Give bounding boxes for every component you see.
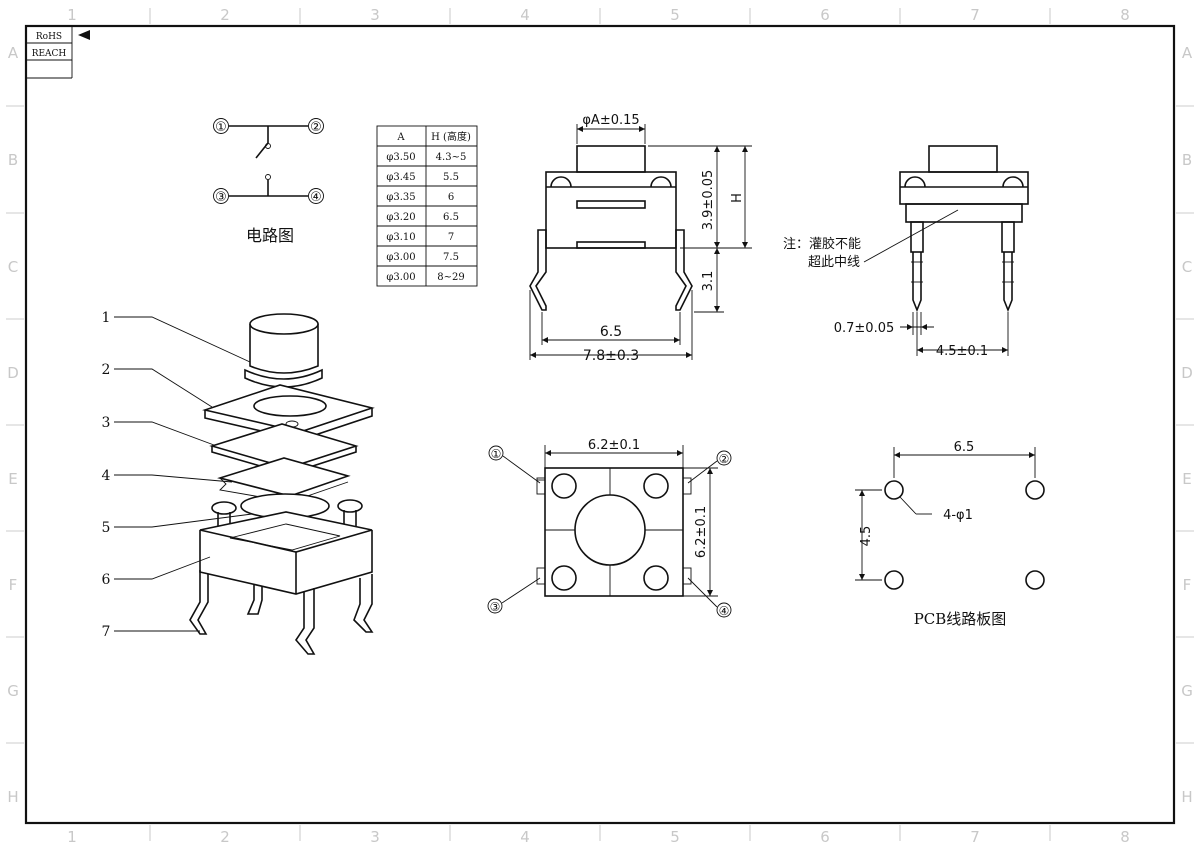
grid-col-4-bottom: 4 xyxy=(520,828,530,846)
dim-total-height: H xyxy=(730,193,745,203)
table-cell-a-3: φ3.35 xyxy=(386,192,415,203)
dim-pin-pitch: 4.5±0.1 xyxy=(936,344,988,359)
dim-phi-a: φA±0.15 xyxy=(582,113,639,128)
grid-col-5-bottom: 5 xyxy=(670,828,680,846)
grid-row-e-right: E xyxy=(1182,470,1191,488)
grid-col-7-bottom: 7 xyxy=(970,828,980,846)
table-cell-h-2: 5.5 xyxy=(443,172,459,183)
grid-row-g-right: G xyxy=(1181,682,1193,700)
grid-col-1: 1 xyxy=(67,6,77,24)
table-cell-a-2: φ3.45 xyxy=(386,172,415,183)
grid-row-h-right: H xyxy=(1181,788,1192,806)
table-cell-h-3: 6 xyxy=(448,192,454,203)
circuit-pin-2: ② xyxy=(310,120,322,135)
callout-4: 4 xyxy=(102,468,111,484)
table-header-a: A xyxy=(396,132,405,143)
table-header-h: H (高度) xyxy=(431,130,471,143)
top-view: ① ② ③ ④ 6.2±0.1 6.2±0.1 xyxy=(487,438,732,618)
grid-col-2-bottom: 2 xyxy=(220,828,230,846)
table-cell-h-5: 7 xyxy=(448,232,454,243)
table-cell-h-7: 8~29 xyxy=(437,272,464,283)
grid-row-f-right: F xyxy=(1183,576,1192,594)
rohs-label: RoHS xyxy=(36,32,62,42)
grid-col-8: 8 xyxy=(1120,6,1130,24)
callout-6: 6 xyxy=(102,572,111,588)
table-cell-a-6: φ3.00 xyxy=(386,252,415,263)
callout-5: 5 xyxy=(102,520,111,536)
grid-row-b: B xyxy=(8,151,18,169)
pcb-footprint: 6.5 4.5 4-φ1 PCB线路板图 xyxy=(855,440,1045,628)
pcb-title: PCB线路板图 xyxy=(914,610,1007,628)
circuit-pin-4: ④ xyxy=(310,190,322,205)
grid-col-1-bottom: 1 xyxy=(67,828,77,846)
grid-row-d: D xyxy=(7,364,19,382)
pcb-dim-vertical: 4.5 xyxy=(859,526,874,547)
table-cell-a-1: φ3.50 xyxy=(386,152,415,163)
grid-row-c: C xyxy=(8,258,18,276)
grid-col-4: 4 xyxy=(520,6,530,24)
exploded-view: 1 2 3 4 5 6 7 xyxy=(102,310,375,655)
top-pin-3: ③ xyxy=(490,600,501,614)
table-cell-a-5: φ3.10 xyxy=(386,232,415,243)
grid-row-d-right: D xyxy=(1181,364,1193,382)
grid-col-6: 6 xyxy=(820,6,830,24)
top-pin-1: ① xyxy=(491,447,502,461)
table-cell-h-4: 6.5 xyxy=(443,212,459,223)
top-pin-2: ② xyxy=(719,452,730,466)
dim-outer-width: 7.8±0.3 xyxy=(583,348,639,364)
grid-row-e: E xyxy=(8,470,17,488)
table-cell-a-7: φ3.00 xyxy=(386,272,415,283)
reach-label: REACH xyxy=(32,49,67,59)
callout-3: 3 xyxy=(102,415,111,431)
potting-note-line1: 注：灌胶不能 xyxy=(783,236,861,252)
compliance-box: RoHS REACH xyxy=(25,25,90,79)
front-view: φA±0.15 3.9±0.05 H 3.1 6.5 7.8±0.3 xyxy=(529,113,752,364)
grid-row-b-right: B xyxy=(1182,151,1192,169)
pcb-dim-horizontal: 6.5 xyxy=(954,440,975,455)
arrow-marker-icon xyxy=(78,30,90,40)
grid-col-8-bottom: 8 xyxy=(1120,828,1130,846)
circuit-pin-1: ① xyxy=(215,120,227,135)
sheet-border: 1 2 3 4 5 6 7 8 1 2 3 4 5 6 7 8 A B C D … xyxy=(6,6,1194,846)
grid-row-a: A xyxy=(8,44,19,62)
grid-row-f: F xyxy=(9,576,18,594)
dim-top-height: 6.2±0.1 xyxy=(694,506,709,558)
dim-top-width: 6.2±0.1 xyxy=(588,438,640,453)
dim-body-height: 3.9±0.05 xyxy=(701,170,716,231)
dim-inner-width: 6.5 xyxy=(600,324,622,340)
dim-pin-length: 3.1 xyxy=(701,271,716,292)
grid-col-3-bottom: 3 xyxy=(370,828,380,846)
grid-col-3: 3 xyxy=(370,6,380,24)
callout-1: 1 xyxy=(102,310,111,326)
pcb-hole-label: 4-φ1 xyxy=(943,508,973,523)
grid-col-6-bottom: 6 xyxy=(820,828,830,846)
circuit-pin-3: ③ xyxy=(215,190,227,205)
grid-row-c-right: C xyxy=(1182,258,1192,276)
circuit-title: 电路图 xyxy=(246,226,294,245)
side-view: 注：灌胶不能 超此中线 0.7±0.05 4.5±0.1 xyxy=(783,145,1029,359)
grid-row-h: H xyxy=(7,788,18,806)
callout-7: 7 xyxy=(102,624,111,640)
circuit-diagram: ① ② ③ ④ 电路图 xyxy=(213,118,324,245)
table-cell-a-4: φ3.20 xyxy=(386,212,415,223)
table-cell-h-1: 4.3~5 xyxy=(436,152,467,163)
potting-note-line2: 超此中线 xyxy=(808,255,860,270)
callout-2: 2 xyxy=(102,362,111,378)
grid-row-a-right: A xyxy=(1182,44,1193,62)
top-pin-4: ④ xyxy=(719,604,730,618)
grid-col-5: 5 xyxy=(670,6,680,24)
grid-col-2: 2 xyxy=(220,6,230,24)
grid-row-g: G xyxy=(7,682,19,700)
dim-pin-width: 0.7±0.05 xyxy=(834,321,895,336)
grid-col-7: 7 xyxy=(970,6,980,24)
height-table: A H (高度) φ3.50 4.3~5 φ3.45 5.5 φ3.35 6 φ… xyxy=(376,125,478,287)
table-cell-h-6: 7.5 xyxy=(443,252,459,263)
